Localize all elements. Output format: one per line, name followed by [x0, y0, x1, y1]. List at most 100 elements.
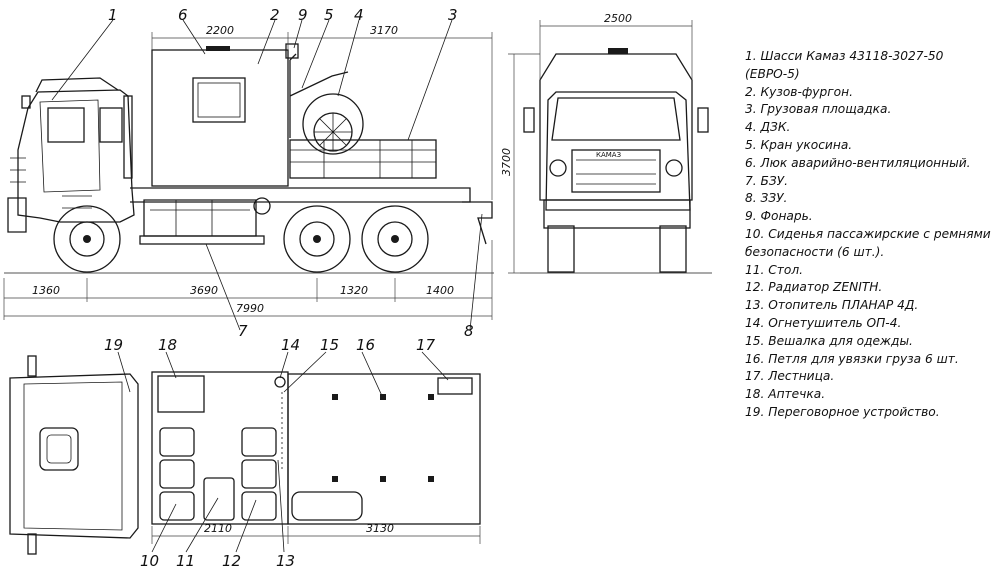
- front-view: КАМАЗ 2500 3700: [500, 12, 712, 274]
- van-window-outer: [192, 77, 246, 123]
- dim-7990: 7990: [236, 302, 264, 315]
- legend-item: 6. Люк аварийно-вентиляционный.: [745, 155, 971, 170]
- callout-10: 10: [140, 552, 159, 570]
- callout-4: 4: [354, 6, 364, 24]
- callout-19: 19: [104, 336, 123, 354]
- cab-front-grille: [10, 157, 26, 183]
- tool-box: [143, 199, 257, 237]
- cab-side-window: [99, 107, 123, 143]
- dim-3700: 3700: [500, 148, 513, 176]
- callout-2: 2: [270, 6, 280, 24]
- van-roof-hatch: [206, 46, 230, 51]
- chassis-frame: [130, 187, 471, 203]
- dim-1400: 1400: [426, 284, 454, 297]
- top-table: [203, 477, 235, 521]
- callout-3: 3: [448, 6, 458, 24]
- van-window-inner: [197, 82, 241, 118]
- dim-3130: 3130: [366, 522, 394, 535]
- callout-9: 9: [298, 6, 308, 24]
- front-bumper: [543, 199, 691, 229]
- callout-8: 8: [464, 322, 474, 340]
- top-cab: [9, 373, 139, 539]
- rear-wheel-2: [361, 205, 429, 273]
- legend-item: 3. Грузовая площадка.: [745, 102, 892, 117]
- cab-bumper: [7, 197, 27, 233]
- lamp: [285, 43, 299, 59]
- side-view: 1 6 2 9 5 4 3 7 8 2200 3170 1360 3690 13…: [3, 6, 494, 340]
- front-grille: [571, 149, 661, 193]
- legend-item: 10. Сиденья пассажирские с ремнями безоп…: [745, 226, 991, 259]
- top-fire-extinguisher: [274, 376, 286, 388]
- legend-item: 11. Стол.: [745, 262, 803, 277]
- legend-item: 8. ЗЗУ.: [745, 191, 788, 206]
- top-seats-left: [159, 427, 195, 521]
- callout-15: 15: [320, 336, 339, 354]
- rear-tow-gear: [462, 201, 493, 245]
- dim-1360: 1360: [32, 284, 60, 297]
- top-cable-drum: [291, 491, 363, 521]
- legend-item: 9. Фонарь.: [745, 209, 813, 224]
- cab-door: [39, 99, 101, 193]
- leader-lines-top: [117, 351, 449, 553]
- front-grille-slats: [576, 159, 656, 185]
- rear-wheel-1: [283, 205, 351, 273]
- legend-item: 15. Вешалка для одежды.: [745, 333, 913, 348]
- legend-item: 19. Переговорное устройство.: [745, 404, 940, 419]
- front-wheel-left: [547, 225, 575, 273]
- top-mirror-right: [27, 533, 37, 555]
- front-roof-hatch: [608, 48, 628, 54]
- legend-item: 13. Отопитель ПЛАНАР 4Д.: [745, 298, 919, 313]
- crane-jib: [289, 53, 349, 138]
- legend-item: 7. БЗУ.: [745, 173, 788, 188]
- dim-3170: 3170: [370, 24, 398, 37]
- dim-2200: 2200: [206, 24, 234, 37]
- top-cargo-platform: [287, 373, 481, 525]
- cable-drum-outer: [302, 93, 364, 155]
- callout-18: 18: [158, 336, 177, 354]
- callout-16: 16: [356, 336, 375, 354]
- top-ladder: [437, 377, 473, 395]
- callout-7: 7: [238, 322, 248, 340]
- cab-window: [47, 107, 85, 143]
- mirror-right: [697, 107, 709, 133]
- top-cab-hatch: [39, 427, 79, 471]
- top-cab-hatch-inner: [46, 434, 72, 464]
- legend-item: 1. Шасси Камаз 43118-3027-50 (ЕВРО-5): [745, 49, 944, 81]
- front-cab: [545, 91, 691, 211]
- tool-box-details: [150, 200, 250, 236]
- top-first-aid-box: [157, 375, 205, 413]
- legend-item: 14. Огнетушитель ОП-4.: [745, 315, 902, 330]
- parts-legend: 1. Шасси Камаз 43118-3027-50 (ЕВРО-5) 2.…: [745, 48, 997, 422]
- top-tie-loops: [332, 394, 434, 482]
- cable-drum-spokes: [314, 113, 352, 151]
- legend-item: 5. Кран укосина.: [745, 137, 853, 152]
- legend-item: 16. Петля для увязки груза 6 шт.: [745, 351, 959, 366]
- legend-item: 17. Лестница.: [745, 369, 835, 384]
- fuel-tank: [139, 235, 265, 245]
- callout-14: 14: [281, 336, 300, 354]
- spare-part-cyl: [253, 197, 271, 215]
- dim-lines-front: [508, 20, 693, 274]
- cargo-platform-ribs: [290, 140, 436, 178]
- callout-12: 12: [222, 552, 241, 570]
- dim-lines-side: [3, 32, 493, 320]
- top-view: 19 18 14 15 16 17 10 11 12 13 2110 3130: [9, 336, 481, 570]
- dim-2500: 2500: [604, 12, 632, 25]
- headlight-left: [549, 159, 567, 177]
- legend-item: 12. Радиатор ZENITH.: [745, 280, 883, 295]
- dim-1320: 1320: [340, 284, 368, 297]
- callout-6: 6: [178, 6, 188, 24]
- legend-item: 2. Кузов-фургон.: [745, 84, 853, 99]
- front-windshield: [551, 97, 681, 141]
- van-body: [151, 49, 289, 187]
- legend-item: 4. ДЗК.: [745, 120, 791, 135]
- callout-1: 1: [108, 6, 118, 24]
- leader-lines-side: [51, 19, 483, 331]
- exhaust-pipe: [123, 95, 133, 179]
- callout-13: 13: [276, 552, 295, 570]
- top-van-floor: [151, 371, 289, 525]
- callout-5: 5: [324, 6, 334, 24]
- callout-17: 17: [416, 336, 436, 354]
- front-wheel-right: [659, 225, 687, 273]
